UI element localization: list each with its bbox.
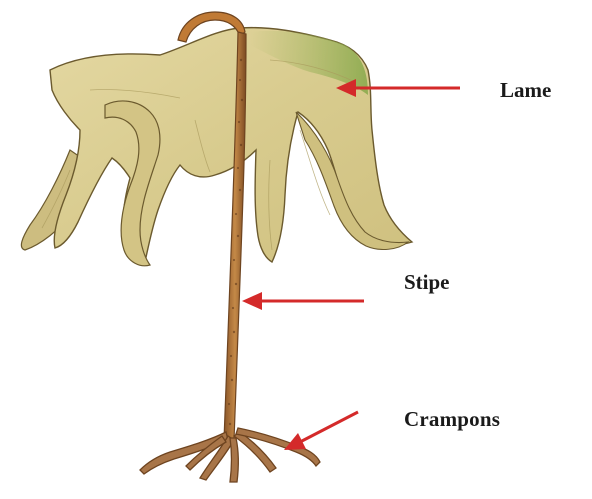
label-stipe: Stipe [404, 270, 450, 295]
arrow-lame [336, 79, 460, 97]
label-lame: Lame [500, 78, 551, 103]
holdfast-root-3 [230, 438, 238, 482]
arrow-stipe [242, 292, 364, 310]
label-crampons: Crampons [404, 407, 500, 432]
blade [21, 28, 412, 266]
arrow-crampons [284, 412, 358, 450]
